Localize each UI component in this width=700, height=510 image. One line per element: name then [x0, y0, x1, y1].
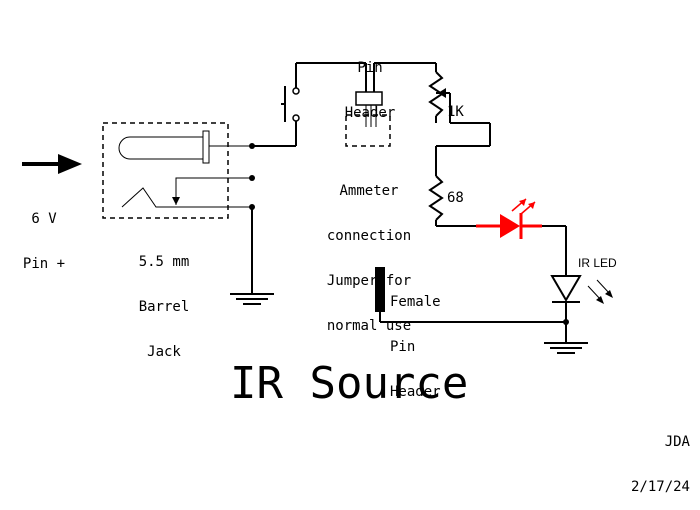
- junction-dots: [249, 143, 569, 325]
- potentiometer-1k: [428, 71, 450, 117]
- input-power-line-1: 6 V: [31, 211, 57, 227]
- barrel-jack-label: 5.5 mm Barrel Jack: [124, 225, 204, 375]
- pin-header-label-line-1: Pin: [357, 60, 383, 76]
- input-power-label: 6 V Pin +: [14, 182, 74, 287]
- pin-header-symbol: [345, 91, 391, 147]
- push-button-switch: [281, 86, 300, 122]
- resistor-1k-label: 1K: [447, 104, 464, 120]
- barrel-jack-line-2: Barrel: [138, 299, 190, 315]
- barrel-jack-line-1: 5.5 mm: [138, 254, 190, 270]
- input-power-line-2: Pin +: [22, 256, 66, 272]
- author-initials: JDA: [664, 434, 690, 450]
- ammeter-note-line-4: normal use: [326, 318, 412, 334]
- ground-symbol-led: [544, 342, 588, 354]
- drawing-date: 2/17/24: [630, 479, 690, 495]
- ir-led-label: IR LED: [578, 256, 617, 270]
- pin-header-label-line-2: Header: [344, 105, 396, 121]
- ammeter-note-line-2: connection: [326, 228, 412, 244]
- schematic-canvas: [22, 62, 613, 354]
- ir-led: [550, 275, 613, 304]
- pin-header-label: Pin Header: [330, 31, 410, 136]
- female-header-symbol: [375, 267, 385, 322]
- input-arrow: [22, 154, 82, 174]
- barrel-jack-line-3: Jack: [147, 344, 181, 360]
- female-header-line-2: Pin: [390, 339, 416, 355]
- ammeter-note-line-1: Ammeter: [339, 183, 399, 199]
- female-header-label: Female Pin Header: [390, 265, 441, 415]
- female-header-line-3: Header: [390, 384, 441, 400]
- diagram-title: IR Source: [230, 358, 469, 409]
- ground-symbol-jack: [230, 293, 274, 305]
- ammeter-note-line-3: Jumper for: [326, 273, 412, 289]
- resistor-68-label: 68: [447, 190, 464, 206]
- ammeter-note: Ammeter connection Jumper for normal use: [313, 154, 425, 349]
- female-header-line-1: Female: [390, 294, 441, 310]
- author-signature: JDA 2/17/24: [631, 405, 690, 510]
- barrel-jack: [102, 122, 252, 219]
- red-led: [476, 198, 542, 239]
- resistor-68: [428, 175, 444, 221]
